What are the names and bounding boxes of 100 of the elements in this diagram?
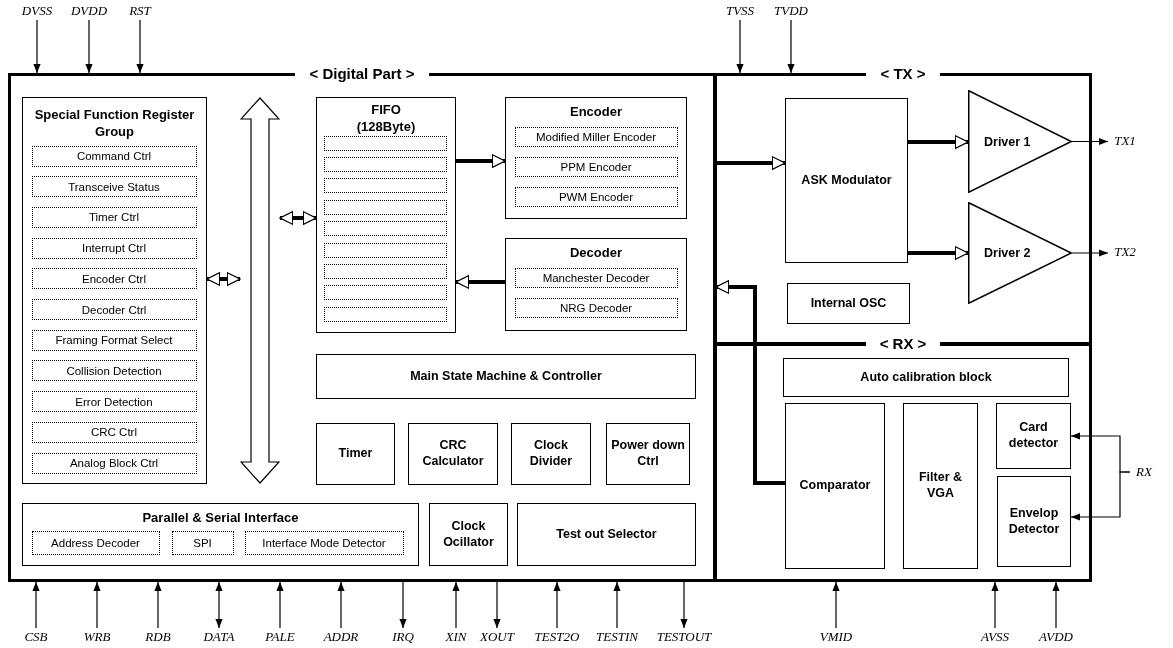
arrow [1071, 137, 1109, 146]
fifo-slot [323, 263, 447, 279]
function-block: ASK Modulator [785, 98, 908, 263]
arrow [1071, 249, 1109, 257]
block-label: Driver 1 [984, 134, 1031, 149]
function-block: Internal OSC [787, 283, 910, 324]
arrow [154, 581, 162, 629]
arrow [452, 581, 460, 629]
arrow [32, 581, 40, 629]
function-block: CRC Calculator [408, 423, 498, 485]
function-block: Comparator [785, 403, 885, 569]
arrow [493, 581, 501, 629]
group-title: Special Function Register Group [33, 106, 196, 140]
block-arrow [908, 246, 969, 260]
pin-label: AVDD [1026, 628, 1086, 646]
arrow [613, 581, 621, 629]
pin-label: RDB [128, 628, 188, 646]
sub-block: Address Decoder [31, 530, 160, 555]
group-box [316, 97, 456, 333]
arrow [736, 19, 744, 74]
group-title: (128Byte) [355, 118, 417, 135]
group-box [22, 503, 419, 566]
pin-label: PALE [250, 628, 310, 646]
function-block: Main State Machine & Controller [316, 354, 696, 399]
sub-block: Command Ctrl [31, 145, 197, 167]
pin-label: DATA [189, 628, 249, 646]
fifo-slot [323, 156, 447, 172]
group-box [505, 238, 687, 331]
fifo-slot [323, 178, 447, 194]
pin-label: AVSS [965, 628, 1025, 646]
sub-block: Framing Format Select [31, 329, 197, 351]
function-block: Filter & VGA [903, 403, 978, 569]
arrow [1052, 581, 1060, 629]
fifo-slot [323, 199, 447, 215]
pin-label: WRB [67, 628, 127, 646]
group-box [22, 97, 207, 484]
function-block: Test out Selector [517, 503, 696, 566]
sub-block: Error Detection [31, 391, 197, 413]
arrow [553, 581, 561, 629]
function-block: Power down Ctrl [606, 423, 690, 485]
pin-label: TESTOUT [654, 628, 714, 646]
pin-label: RX [1130, 463, 1158, 481]
pin-label: DVDD [65, 2, 113, 20]
pin-label: TX2 [1108, 243, 1142, 261]
group-title: Encoder [569, 103, 623, 120]
section-title: < Digital Part > [295, 65, 429, 82]
group-title: FIFO [370, 101, 402, 118]
function-block: Clock Ocillator [429, 503, 508, 566]
arrow [93, 581, 101, 629]
block-arrow [715, 280, 785, 485]
pin-label: VMID [806, 628, 866, 646]
double-block-arrow [279, 211, 317, 225]
function-block: Clock Divider [511, 423, 591, 485]
function-block: Card detector [996, 403, 1071, 469]
arrow [33, 19, 41, 74]
arrow [337, 581, 345, 629]
sub-block: Collision Detection [31, 360, 197, 382]
pin-label: TVSS [716, 2, 764, 20]
block-label: Driver 2 [984, 246, 1031, 260]
sub-block: NRG Decoder [514, 297, 678, 318]
fifo-slot [323, 285, 447, 301]
pin-label: CSB [6, 628, 66, 646]
block-arrow [455, 275, 505, 289]
block-arrow [908, 135, 969, 149]
fifo-slot [323, 306, 447, 322]
arrow [85, 19, 93, 74]
sub-block: Decoder Ctrl [31, 299, 197, 320]
function-block: Timer [316, 423, 395, 485]
pin-label: ADDR [311, 628, 371, 646]
sub-block: Timer Ctrl [31, 206, 197, 228]
fifo-slot [323, 135, 447, 151]
sub-block: Analog Block Ctrl [31, 452, 197, 474]
sub-block: CRC Ctrl [31, 421, 197, 443]
sub-block: Interrupt Ctrl [31, 237, 197, 259]
arrow [832, 581, 840, 629]
sub-block: Transceive Status [31, 176, 197, 198]
group-title: Parallel & Serial Interface [141, 509, 300, 526]
arrow [276, 581, 284, 629]
block-arrow [456, 154, 506, 168]
sub-block: Manchester Decoder [514, 267, 678, 288]
arrow [136, 19, 144, 74]
sub-block: PWM Encoder [514, 186, 678, 207]
sub-block: Interface Mode Detector [244, 530, 404, 555]
pin-label: TVDD [767, 2, 815, 20]
function-block: Auto calibration block [783, 358, 1069, 397]
arrow [991, 581, 999, 629]
double-block-arrow [206, 272, 241, 286]
group-box [505, 97, 687, 219]
pin-label: TESTIN [587, 628, 647, 646]
arrow [680, 581, 688, 629]
arrow [787, 19, 795, 74]
fifo-slot [323, 242, 447, 258]
sub-block: PPM Encoder [514, 156, 678, 177]
pin-label: RST [116, 2, 164, 20]
pin-label: XOUT [467, 628, 527, 646]
group-title: Decoder [569, 244, 623, 261]
arrow [399, 581, 407, 629]
arrow [1070, 471, 1131, 521]
pin-label: TEST2O [527, 628, 587, 646]
fifo-slot [323, 221, 447, 237]
